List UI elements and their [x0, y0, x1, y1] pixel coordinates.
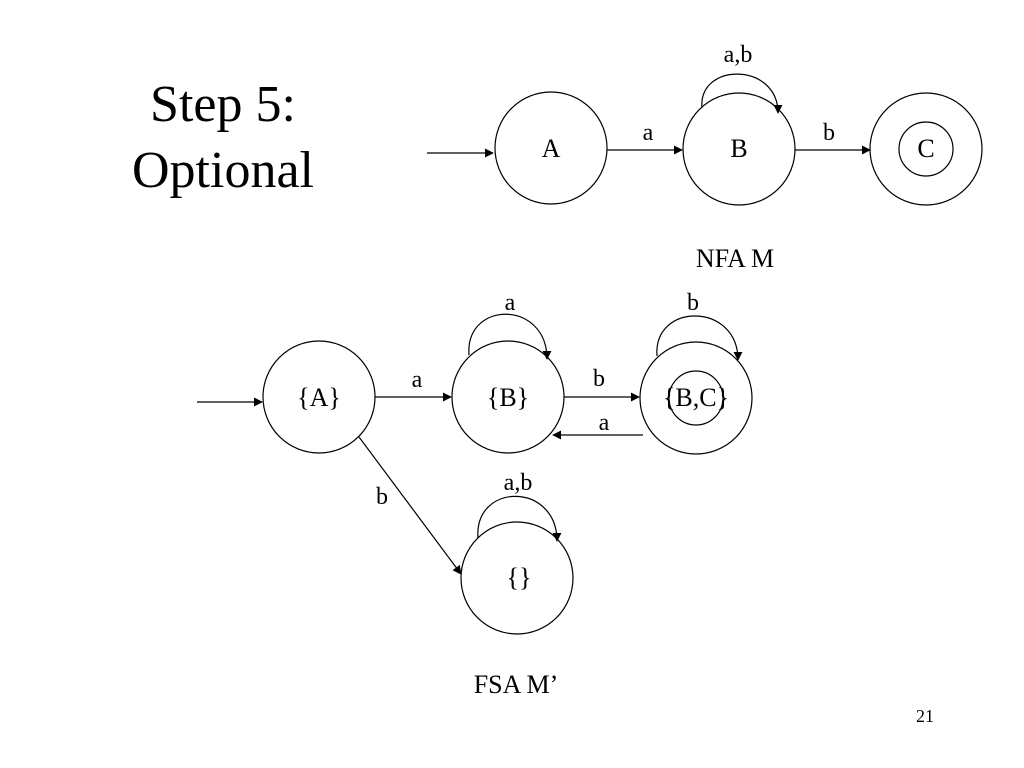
nfa-edge-a-to-b-label: a: [643, 120, 654, 146]
fsa-loop-bc: [656, 315, 743, 361]
nfa-state-c-label: C: [917, 134, 934, 163]
fsa-loop-empty-label: a,b: [504, 470, 533, 496]
nfa-caption: NFA M: [696, 244, 774, 273]
fsa-edge-bc-to-b-label: a: [599, 410, 610, 436]
nfa-state-b: [682, 92, 796, 206]
nfa-loop-b-label: a,b: [724, 42, 753, 68]
nfa-state-c-accept-ring: [898, 121, 954, 177]
slide-number: 21: [916, 706, 934, 726]
fsa-edge-a-to-empty-label: b: [376, 484, 388, 510]
fsa-state-b-label: {B}: [487, 383, 529, 412]
slide-title-line1: Step 5:: [150, 76, 296, 133]
fsa-loop-bc-label: b: [687, 290, 699, 316]
nfa-state-a-label: A: [542, 134, 561, 163]
fsa-diagram: {A} a {B} a b {B,C} b a b {} a,b FSA M’: [197, 290, 753, 699]
fsa-loop-b: [468, 313, 552, 360]
fsa-state-empty: [460, 521, 574, 635]
fsa-edge-b-to-bc-label: b: [593, 366, 605, 392]
fsa-loop-b-label: a: [505, 290, 516, 316]
fsa-state-bc-accept-ring: [668, 370, 724, 426]
fsa-state-bc-label: {B,C}: [663, 383, 729, 412]
nfa-edge-b-to-c-label: b: [823, 120, 835, 146]
fsa-edge-a-to-b-label: a: [412, 367, 423, 393]
fsa-caption: FSA M’: [474, 670, 559, 699]
slide-title: Step 5: Optional: [78, 72, 368, 204]
nfa-state-a: [494, 91, 608, 205]
fsa-state-empty-label: {}: [507, 563, 532, 592]
fsa-state-a-label: {A}: [297, 383, 341, 412]
fsa-edge-a-to-empty: [358, 436, 462, 575]
slide-title-line2: Optional: [132, 142, 314, 199]
fsa-loop-empty: [477, 495, 562, 542]
nfa-state-b-label: B: [730, 134, 747, 163]
nfa-loop-b: [701, 73, 783, 114]
nfa-diagram: A a B a,b b C NFA M: [427, 42, 983, 273]
